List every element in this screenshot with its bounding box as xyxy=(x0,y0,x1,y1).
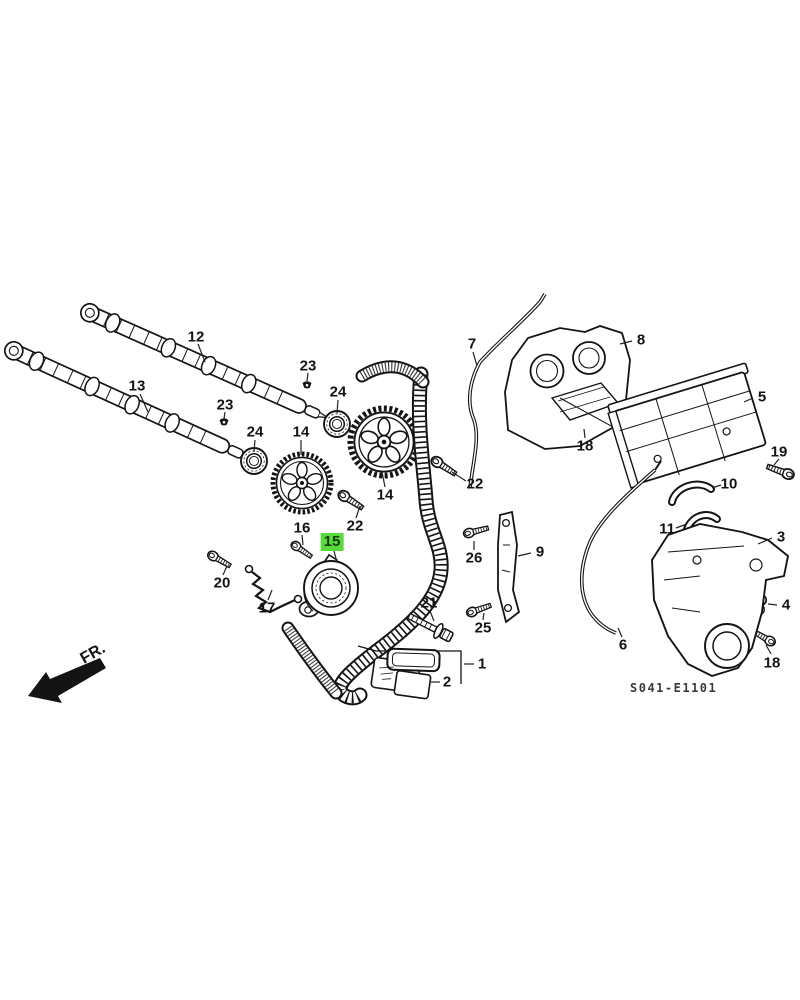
part-label-16[interactable]: 16 xyxy=(293,519,311,537)
part-label-7[interactable]: 7 xyxy=(467,335,477,353)
gasket-6-drawing xyxy=(579,460,662,635)
bolt-22-drawing xyxy=(428,453,460,480)
cam-pulley-right-drawing xyxy=(350,408,417,475)
part-label-25[interactable]: 25 xyxy=(474,619,492,637)
bracket-9-drawing xyxy=(497,510,521,624)
part-label-22[interactable]: 22 xyxy=(466,475,484,493)
part-label-4[interactable]: 4 xyxy=(781,596,791,614)
part-label-17[interactable]: 17 xyxy=(258,599,276,617)
part-label-6[interactable]: 6 xyxy=(618,636,628,654)
part-label-13[interactable]: 13 xyxy=(128,377,146,395)
leader-lines xyxy=(139,340,780,683)
part-label-23[interactable]: 23 xyxy=(299,357,317,375)
oil-seal-24-drawing xyxy=(323,410,351,438)
part-label-14[interactable]: 14 xyxy=(292,423,310,441)
part-label-3[interactable]: 3 xyxy=(776,528,786,546)
part-label-26[interactable]: 26 xyxy=(465,549,483,567)
bolt-26-drawing xyxy=(461,522,491,540)
part-label-24[interactable]: 24 xyxy=(246,423,264,441)
part-label-11[interactable]: 11 xyxy=(659,520,675,538)
part-label-14[interactable]: 14 xyxy=(376,486,394,504)
part-label-22[interactable]: 22 xyxy=(346,517,364,535)
part-label-10[interactable]: 10 xyxy=(720,475,738,493)
part-label-23[interactable]: 23 xyxy=(216,396,234,414)
diagram-code: S041-E1101 xyxy=(630,681,718,695)
part-label-8[interactable]: 8 xyxy=(636,331,646,349)
pipe-10-drawing xyxy=(668,480,715,506)
part-label-18[interactable]: 18 xyxy=(763,654,781,672)
timing-belt-drawing xyxy=(281,360,449,706)
upper-cover-8-drawing xyxy=(504,325,689,469)
part-label-15-highlighted[interactable]: 15 xyxy=(320,533,344,551)
fr-label: FR. xyxy=(78,640,109,668)
part-label-12[interactable]: 12 xyxy=(187,328,205,346)
fr-arrow: FR. xyxy=(28,640,108,703)
part-label-18[interactable]: 18 xyxy=(576,437,594,455)
part-label-21[interactable]: 21 xyxy=(420,594,438,612)
part-label-9[interactable]: 9 xyxy=(535,543,545,561)
part-label-1[interactable]: 1 xyxy=(477,655,487,673)
part-label-2[interactable]: 2 xyxy=(442,673,452,691)
pivot-bolt-16-drawing xyxy=(288,538,315,561)
part-label-24[interactable]: 24 xyxy=(329,383,347,401)
bolt-25-drawing xyxy=(464,600,493,619)
camshaft-12-drawing xyxy=(76,299,333,429)
tensioner-pulley-drawing xyxy=(298,553,359,618)
part-label-5[interactable]: 5 xyxy=(757,388,767,406)
part-label-19[interactable]: 19 xyxy=(770,443,788,461)
side-cover-5-drawing xyxy=(607,362,767,489)
bolt-20-drawing xyxy=(205,548,234,571)
lower-cover-3-drawing xyxy=(651,523,790,678)
gasket-7-drawing xyxy=(467,293,547,489)
cam-pulley-left-drawing xyxy=(273,454,331,512)
clip-23b-drawing xyxy=(219,418,229,426)
tensioner-spring-17-drawing xyxy=(244,564,303,614)
bolt-22b-drawing xyxy=(335,487,367,514)
clip-23-drawing xyxy=(302,381,312,389)
bolt-19-drawing xyxy=(764,460,797,482)
bolt-21-drawing xyxy=(406,612,454,643)
label-plate-2-drawing xyxy=(370,647,441,700)
part-label-20[interactable]: 20 xyxy=(213,574,231,592)
